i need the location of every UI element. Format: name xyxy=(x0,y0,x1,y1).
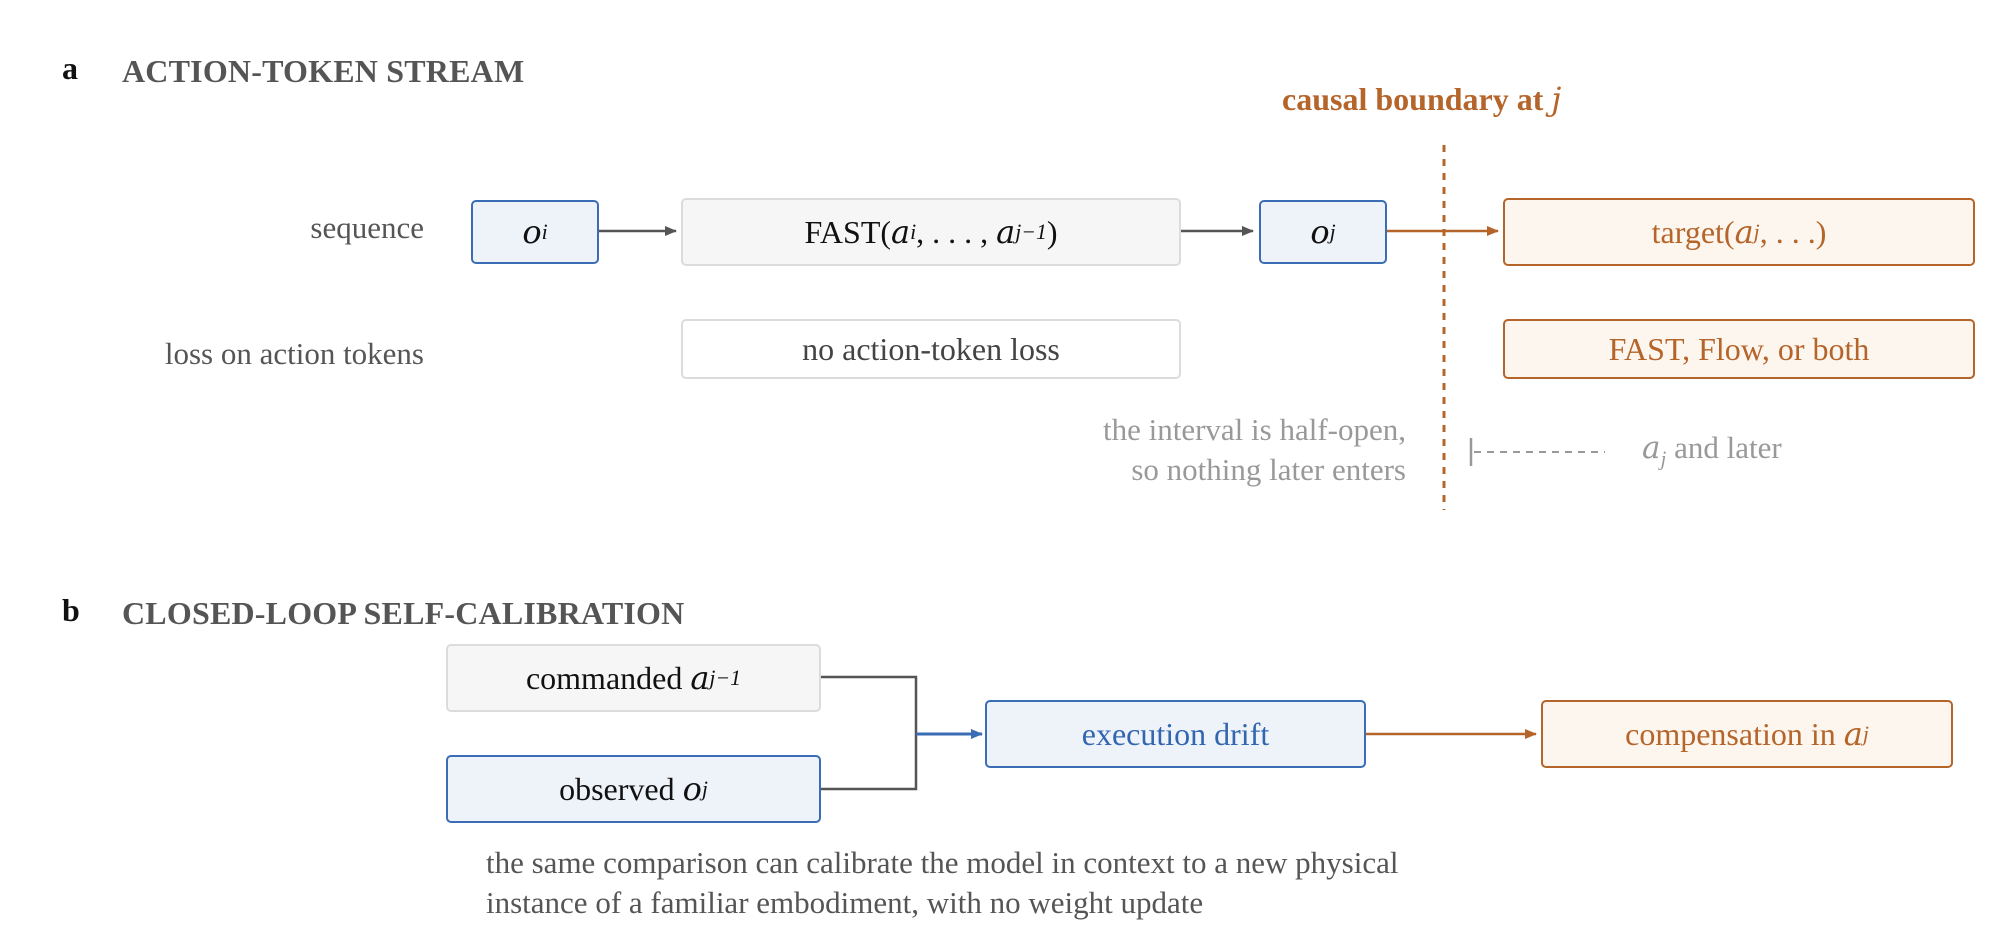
half-open-note: the interval is half-open, so nothing la… xyxy=(1103,410,1406,490)
box-no-action-token-loss: no action-token loss xyxy=(681,319,1181,379)
half-open-note-line1: the interval is half-open, xyxy=(1102,412,1406,447)
o-i-sub: i xyxy=(541,219,548,244)
later-a-sub: j xyxy=(1660,446,1667,471)
fast-a1: a xyxy=(891,213,911,251)
observed-text: observed xyxy=(559,770,675,807)
panel-a-letter: a xyxy=(62,50,78,86)
compensation-a-sub: j xyxy=(1862,721,1869,746)
connector-commanded xyxy=(820,675,918,734)
commanded-a-sub: j−1 xyxy=(709,665,742,690)
panel-b-letter: b xyxy=(62,592,80,628)
row-label-loss: loss on action tokens xyxy=(164,336,424,371)
commanded-text: commanded xyxy=(525,659,683,696)
half-open-note-line2: so nothing later enters xyxy=(1131,452,1406,487)
panel-b-title: CLOSED-LOOP SELF-CALIBRATION xyxy=(122,595,685,631)
compensation-a: a xyxy=(1843,715,1863,753)
commanded-a: a xyxy=(690,659,710,697)
fast-prefix: FAST( xyxy=(804,213,892,250)
target-a-sub: j xyxy=(1753,219,1760,244)
later-a: a xyxy=(1642,430,1661,466)
row-label-sequence: sequence xyxy=(310,210,424,245)
observed-o-sub: j xyxy=(701,776,708,801)
o-i-base: o xyxy=(522,213,542,251)
target-suffix: , . . .) xyxy=(1759,213,1827,250)
later-tokens-note: aj and later xyxy=(1642,430,1782,471)
causal-boundary-label: causal boundary at j xyxy=(1282,80,1561,118)
target-a: a xyxy=(1734,213,1754,251)
o-j-base: o xyxy=(1310,213,1330,251)
observed-o: o xyxy=(682,770,702,808)
box-loss-options: FAST, Flow, or both xyxy=(1503,319,1975,379)
caption-line1: the same comparison can calibrate the mo… xyxy=(486,845,1399,880)
caption-line2: instance of a familiar embodiment, with … xyxy=(486,885,1204,920)
later-text: and later xyxy=(1674,430,1782,465)
panel-b-caption: the same comparison can calibrate the mo… xyxy=(486,843,1398,923)
causal-boundary-symbol: j xyxy=(1551,80,1562,118)
panel-a-title: ACTION-TOKEN STREAM xyxy=(122,53,525,89)
fast-a1-sub: i xyxy=(910,219,917,244)
box-execution-drift: execution drift xyxy=(985,700,1366,768)
fast-a2: a xyxy=(996,213,1016,251)
fast-mid: , . . . , xyxy=(916,213,997,250)
connector-observed xyxy=(820,734,918,791)
causal-boundary-text: causal boundary at xyxy=(1282,81,1544,117)
fast-suffix: ) xyxy=(1046,213,1058,250)
fast-a2-sub: j−1 xyxy=(1015,219,1047,244)
o-j-sub: j xyxy=(1329,219,1336,244)
target-prefix: target( xyxy=(1651,213,1735,250)
compensation-text: compensation in xyxy=(1625,715,1836,752)
